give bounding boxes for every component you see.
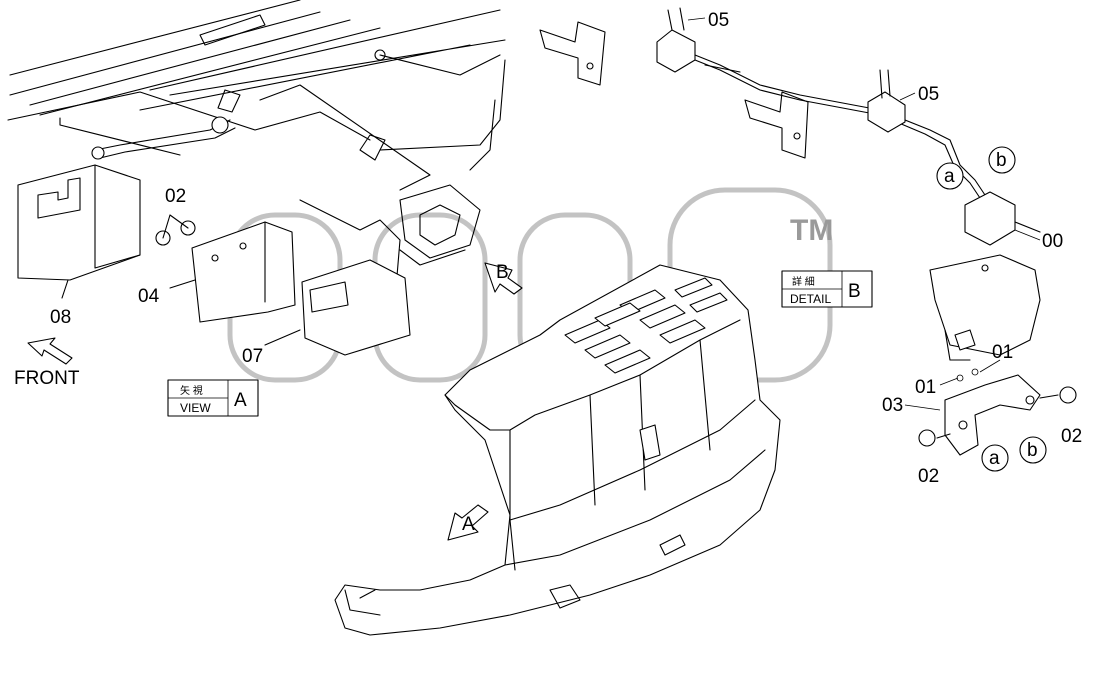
part-labels: 05 05 02 04 08 07 00 01 01 03 02 02	[50, 10, 1082, 487]
arrow-b-letter: B	[496, 262, 509, 283]
grille	[564, 277, 728, 374]
connector-a-top: a	[944, 166, 955, 187]
part-02-bolts-left	[155, 214, 196, 246]
part-04-bracket	[169, 221, 296, 323]
part-label-03: 03	[882, 395, 903, 416]
detail-kanji: 詳 細	[792, 275, 815, 288]
part-label-05-top: 05	[708, 10, 729, 31]
view-arrow-a: A	[447, 504, 489, 541]
connector-markers: a b a b	[936, 146, 1047, 472]
frame-assembly	[7, 0, 506, 301]
part-label-02-right1: 02	[1061, 426, 1082, 447]
part-08-panel	[17, 164, 141, 299]
detail-letter: B	[848, 281, 861, 302]
front-arrow: FRONT	[14, 337, 80, 389]
part-label-02-right2: 02	[918, 466, 939, 487]
part-label-04: 04	[138, 286, 160, 307]
part-label-07: 07	[242, 346, 263, 367]
leader-lines	[687, 17, 1041, 411]
detail-english: DETAIL	[790, 292, 831, 306]
connector-b-top: b	[996, 150, 1007, 171]
view-letter: A	[234, 390, 247, 411]
part-07-plate	[264, 259, 411, 356]
detail-b-box: 詳 細 DETAIL B	[781, 270, 873, 308]
view-arrow-b: B	[484, 262, 523, 295]
view-english: VIEW	[180, 401, 211, 415]
arrow-a-letter: A	[462, 514, 475, 535]
view-a-box: 矢 視 VIEW A	[167, 379, 259, 417]
part-label-01-b: 01	[992, 342, 1013, 363]
part-label-01-a: 01	[915, 377, 936, 398]
front-label: FRONT	[14, 368, 80, 389]
watermark-tm: TM	[790, 214, 833, 247]
part-label-08: 08	[50, 307, 71, 328]
harness-assembly	[539, 7, 1077, 456]
connector-a-bottom: a	[989, 448, 1000, 469]
part-label-00: 00	[1042, 231, 1063, 252]
counterweight	[334, 264, 781, 636]
part-label-02-left: 02	[165, 186, 186, 207]
connector-b-bottom: b	[1027, 440, 1038, 461]
view-kanji: 矢 視	[180, 384, 203, 397]
part-label-05-mid: 05	[918, 84, 939, 105]
